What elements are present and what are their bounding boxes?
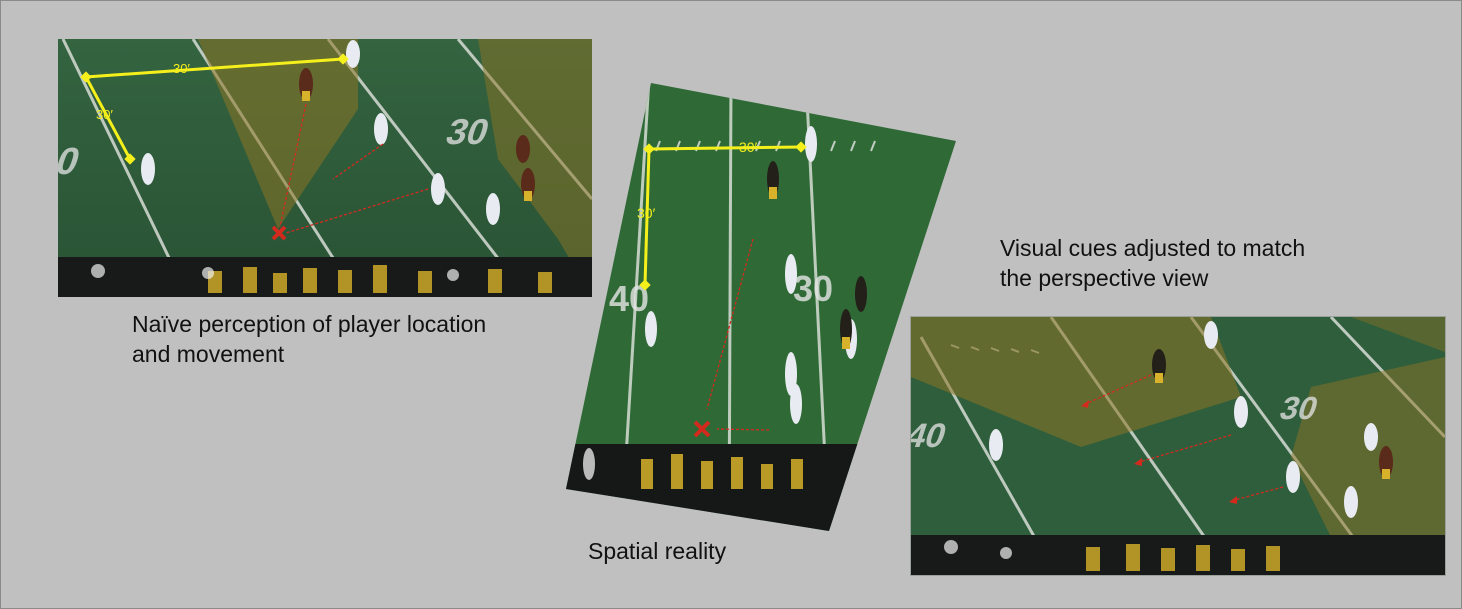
caption-cues-line2: the perspective view <box>1000 265 1209 291</box>
distance-label-top: 30′ <box>173 61 190 76</box>
spatial-reality-image: 40 30 <box>566 83 956 531</box>
naive-perception-image: 40 30 <box>58 39 592 297</box>
movement-arrows-adjusted <box>1082 374 1284 502</box>
movement-arrows-red <box>279 103 429 234</box>
target-marker-x <box>271 225 287 241</box>
adjusted-cues-image: 40 30 <box>910 316 1446 576</box>
caption-naive-line2: and movement <box>132 341 285 367</box>
distance-label-top-warped: 30′ <box>739 139 758 155</box>
yard-number-30-warped: 30 <box>793 268 833 309</box>
caption-naive-line1: Naïve perception of player location <box>132 311 487 337</box>
distance-label-side-warped: 30′ <box>637 205 656 221</box>
player-figures <box>141 40 535 225</box>
distance-label-side: 30′ <box>96 107 113 122</box>
caption-spatial: Spatial reality <box>588 538 727 564</box>
caption-cues-line1: Visual cues adjusted to match <box>1000 235 1306 261</box>
